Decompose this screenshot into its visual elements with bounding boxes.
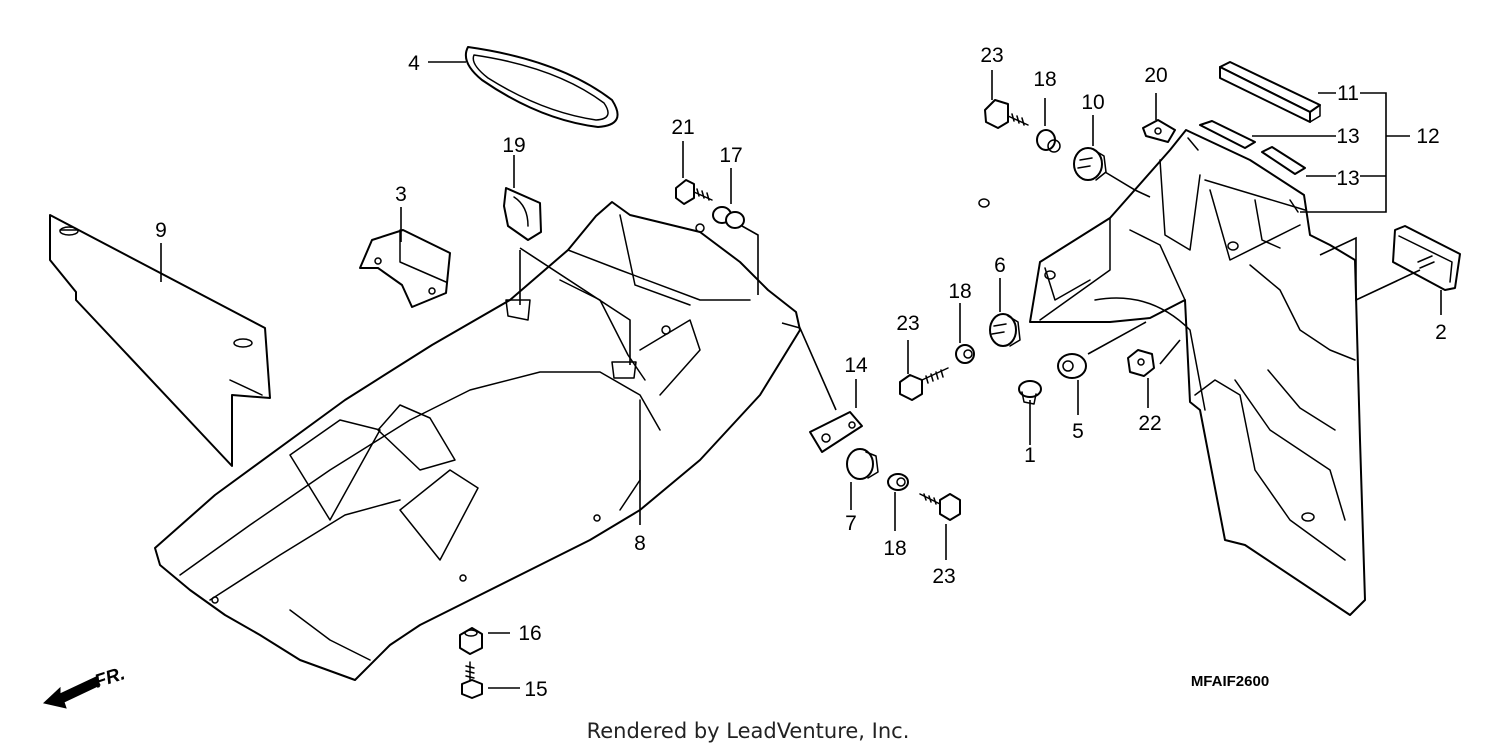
callout-17: 17 — [719, 144, 742, 167]
callout-13-upper: 13 — [1336, 125, 1359, 148]
rear-fender-assembly — [978, 129, 1366, 616]
callout-23-upper: 23 — [980, 44, 1003, 67]
callout-12: 12 — [1416, 125, 1439, 148]
part-17-collar — [712, 206, 745, 229]
part-23-bolt-middle — [899, 367, 949, 401]
part-23-bolt-upper — [984, 99, 1029, 129]
callout-14: 14 — [844, 354, 868, 377]
callout-3: 3 — [395, 183, 407, 206]
part-21-bolt — [675, 179, 713, 205]
callout-19: 19 — [502, 134, 525, 157]
part-8-inner-fender — [154, 201, 801, 681]
part-3-bracket — [359, 229, 451, 308]
part-6-grommet — [989, 313, 1021, 347]
part-18-washer-upper — [1036, 129, 1061, 153]
callout-10: 10 — [1081, 91, 1104, 114]
callout-5: 5 — [1072, 420, 1084, 443]
callout-4: 4 — [408, 52, 420, 75]
callout-21: 21 — [671, 116, 694, 139]
part-16-nut — [459, 627, 483, 655]
front-direction-label: FR. — [92, 663, 128, 692]
part-22-nut — [1127, 349, 1155, 377]
part-20-clip — [1142, 119, 1176, 143]
callout-15: 15 — [524, 678, 547, 701]
part-1-collar — [1018, 380, 1042, 405]
part-19-clip — [503, 187, 542, 241]
part-9-plate — [49, 214, 271, 467]
footer-credit: Rendered by LeadVenture, Inc. — [587, 719, 910, 743]
diagram-code: MFAIF2600 — [1191, 673, 1269, 690]
leader-lines — [160, 61, 1442, 689]
part-18-washer-middle — [955, 344, 975, 364]
part-13-pad-lower — [1261, 146, 1306, 175]
callout-18-lower: 18 — [883, 537, 906, 560]
callout-1: 1 — [1024, 444, 1036, 467]
part-23-bolt-lower — [919, 493, 961, 521]
part-14-stay — [809, 411, 863, 453]
part-7-grommet — [846, 448, 879, 480]
part-18-washer-lower — [887, 473, 909, 491]
callout-23-lower: 23 — [932, 565, 955, 588]
callout-8: 8 — [634, 532, 646, 555]
part-10-grommet — [1073, 147, 1107, 181]
callout-11: 11 — [1337, 82, 1359, 105]
part-4-seal — [464, 46, 619, 128]
callout-18-middle: 18 — [948, 280, 971, 303]
callout-6: 6 — [994, 254, 1006, 277]
part-11-pad — [1219, 61, 1321, 123]
callout-2: 2 — [1435, 321, 1447, 344]
callout-13-lower: 13 — [1336, 167, 1359, 190]
callout-23-middle: 23 — [896, 312, 919, 335]
front-direction-indicator: FR. — [42, 663, 128, 709]
callout-22: 22 — [1138, 412, 1161, 435]
part-5-grommet — [1057, 353, 1087, 379]
callout-20: 20 — [1144, 64, 1167, 87]
callout-9: 9 — [155, 219, 167, 242]
callout-7: 7 — [845, 512, 857, 535]
callout-labels: 4 9 3 19 21 17 8 14 7 18 23 16 15 23 18 … — [155, 44, 1447, 701]
part-2-reflector — [1392, 225, 1461, 291]
part-13-pad-upper — [1199, 120, 1256, 149]
callout-16: 16 — [518, 622, 541, 645]
callout-18-upper: 18 — [1033, 68, 1056, 91]
part-15-bolt — [461, 661, 483, 699]
front-arrow-icon — [42, 676, 101, 709]
